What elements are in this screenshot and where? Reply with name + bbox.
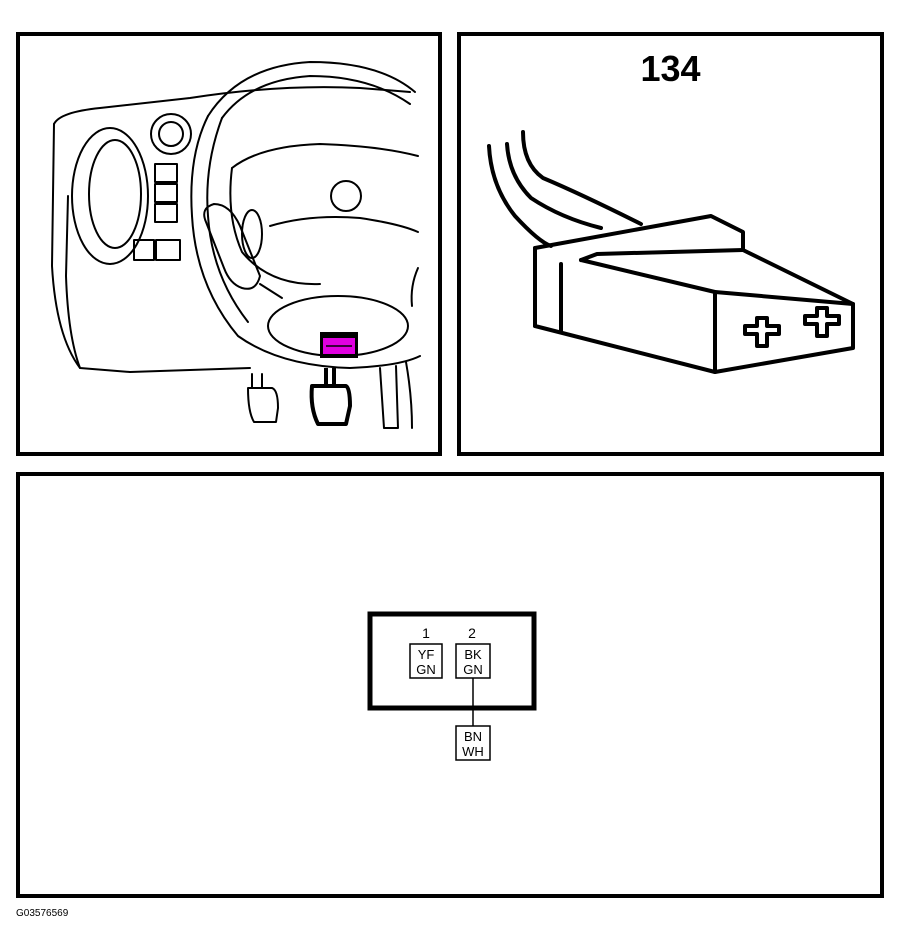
connector-view-panel: 134 xyxy=(457,32,884,456)
pin-1-wire-color-line1: YF xyxy=(418,647,435,662)
splice-wire-color-line1: BN xyxy=(464,729,482,744)
dashboard-illustration xyxy=(51,61,421,429)
pin-1-wire-color-line2: GN xyxy=(416,662,436,677)
pin-2-number: 2 xyxy=(468,625,476,641)
pin-1-number: 1 xyxy=(422,625,430,641)
location-view-panel xyxy=(16,32,442,456)
pin-2-wire-color-line1: BK xyxy=(464,647,482,662)
connector-number: 134 xyxy=(640,48,701,89)
pinout-panel: 1 YF GN 2 BK GN BN WH xyxy=(16,472,884,898)
pin-2-box xyxy=(455,643,491,679)
terminal-slots xyxy=(743,306,841,348)
connector-illustration xyxy=(487,130,855,374)
connector-face xyxy=(367,611,537,711)
pinout-diagram: 1 YF GN 2 BK GN BN WH xyxy=(367,611,537,761)
figure-id: G03576569 xyxy=(16,908,69,919)
splice-wire-color-line2: WH xyxy=(462,744,484,759)
splice-wire-box xyxy=(455,725,491,761)
pin-2-wire-color-line2: GN xyxy=(463,662,483,677)
pin-1-box xyxy=(409,643,443,679)
